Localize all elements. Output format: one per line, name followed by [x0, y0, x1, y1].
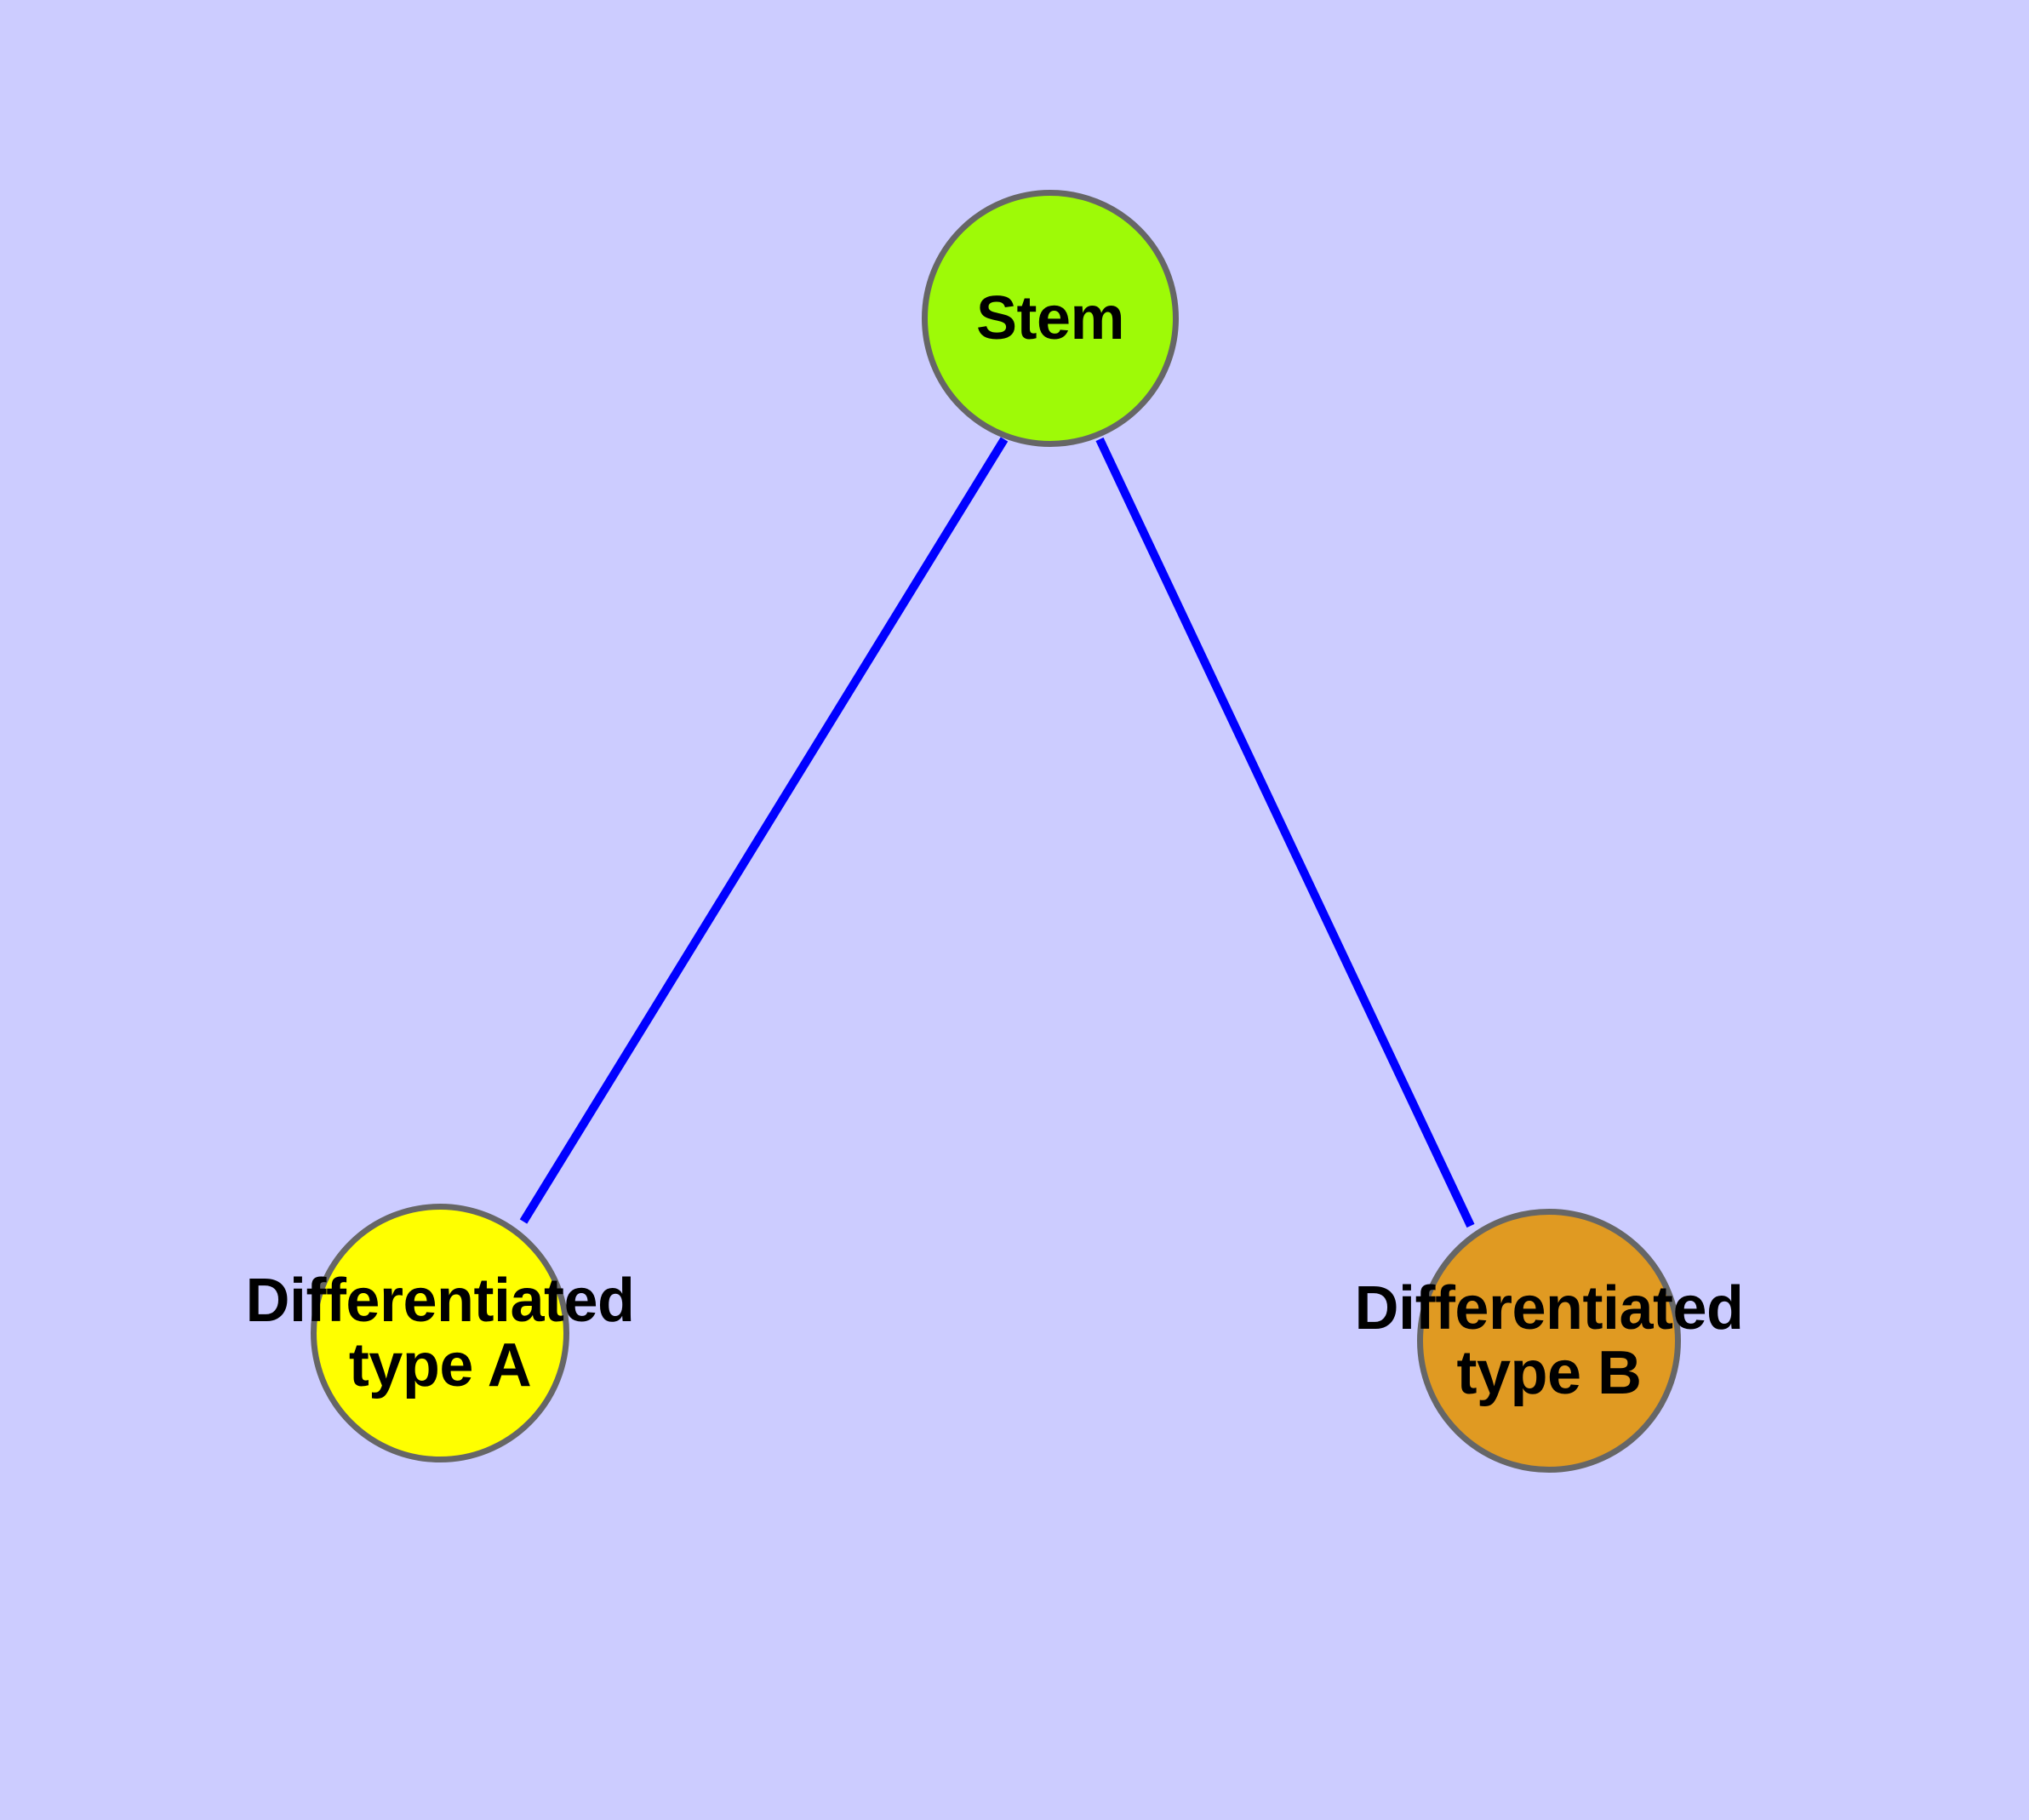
- edge-stem-to-differentiated-type-b: [1095, 437, 1475, 1228]
- edge-stem-to-differentiated-type-a: [519, 437, 1009, 1224]
- node-differentiated-type-b[interactable]: [1417, 1209, 1681, 1473]
- node-stem[interactable]: [922, 190, 1179, 447]
- node-differentiated-type-a[interactable]: [311, 1204, 569, 1462]
